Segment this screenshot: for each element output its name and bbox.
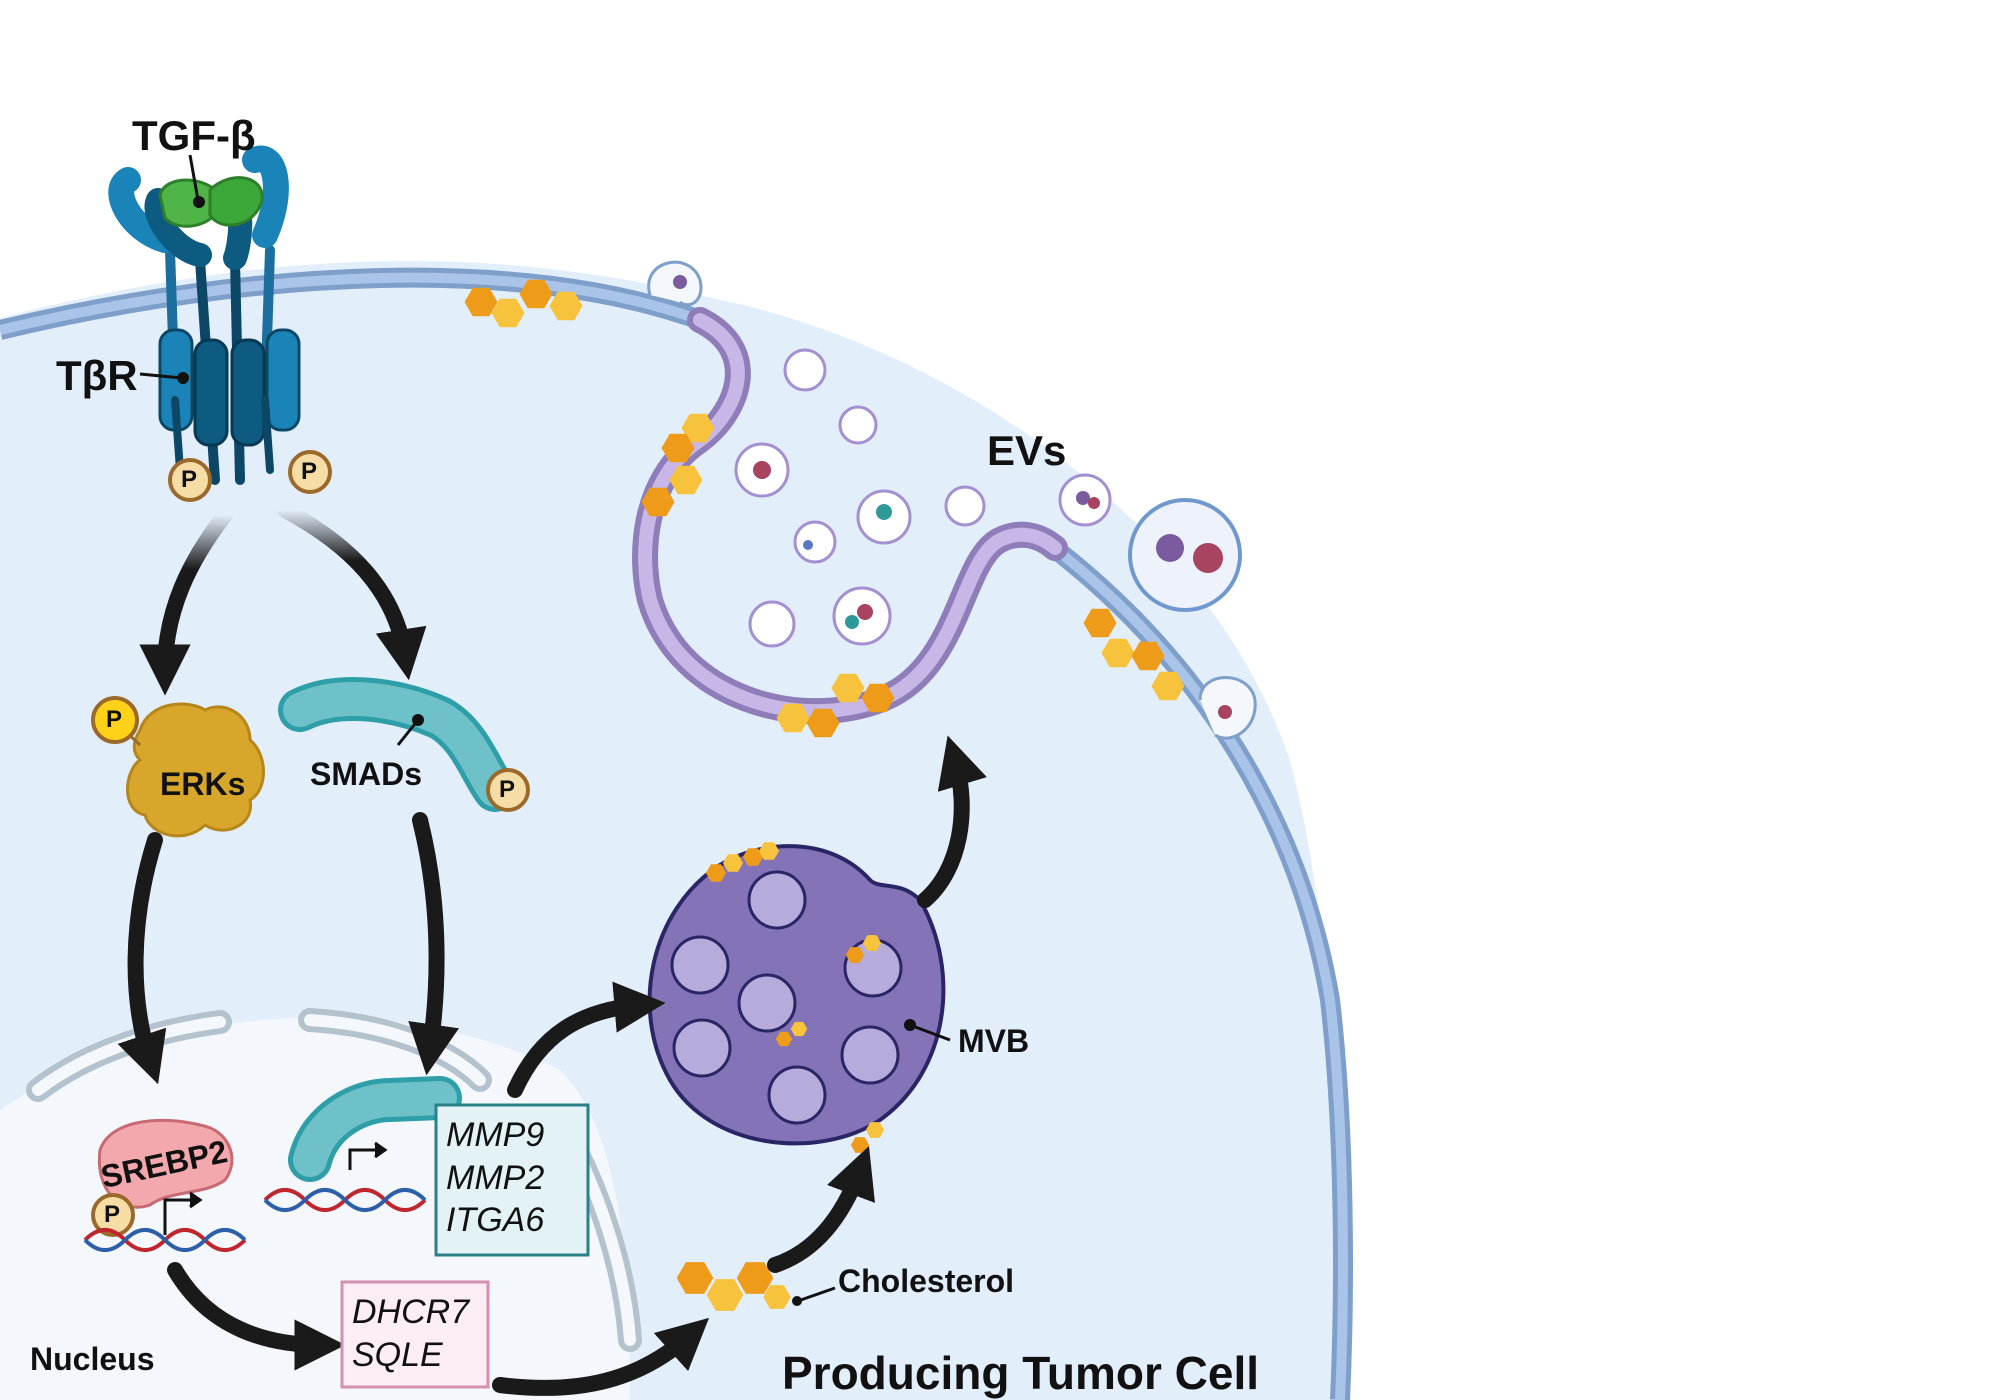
- erk-protein: [126, 702, 265, 838]
- ev-cargo: [673, 275, 1232, 719]
- nucleus-label: Nucleus: [30, 1341, 155, 1377]
- erk-phospho-label: P: [106, 706, 123, 733]
- smad-nuclear: [288, 1076, 462, 1182]
- receptor-phospho: [168, 450, 332, 502]
- smads-label: SMADs: [310, 756, 423, 792]
- gene-dhcr7: DHCR7: [352, 1293, 470, 1331]
- srebp-target-genes: DHCR7 SQLE: [342, 1285, 488, 1382]
- gene-mmp2: MMP2: [446, 1158, 545, 1197]
- cell-label: Producing Tumor Cell: [782, 1347, 1260, 1399]
- tgfbr-label: TβR: [56, 352, 138, 399]
- dna-helix: [83, 1188, 427, 1252]
- receptor-phospho-label-1: P: [181, 466, 198, 493]
- smad-target-genes: MMP9 MMP2 ITGA6: [436, 1108, 588, 1248]
- erks-label: ERKs: [160, 766, 246, 802]
- smad-target-gene-box: [434, 1103, 590, 1257]
- srebp2-phospho: [91, 1193, 135, 1237]
- receptor-phospho-label-2: P: [301, 458, 318, 485]
- erk-phospho: [91, 696, 139, 744]
- smad-protein: [278, 676, 517, 812]
- evs-label: EVs: [987, 427, 1067, 474]
- smad-phospho: [486, 768, 530, 812]
- cholesterol-label: Cholesterol: [838, 1263, 1015, 1299]
- gene-mmp9: MMP9: [446, 1116, 545, 1154]
- smad-phospho-label: P: [499, 776, 516, 803]
- transcription-start-arrows: [163, 1141, 388, 1235]
- srebp2-label: SREBP2: [97, 1133, 231, 1195]
- signal-arrows: [117, 502, 987, 1396]
- tgf-beta-receptor: [108, 145, 301, 485]
- gene-itga6: ITGA6: [446, 1201, 545, 1239]
- tgf-beta-ligand: [158, 176, 264, 228]
- srebp2-phospho-label: P: [104, 1201, 121, 1228]
- srebp-target-gene-box: [340, 1280, 490, 1389]
- gene-sqle: SQLE: [352, 1335, 443, 1374]
- multivesicular-body: [647, 844, 946, 1146]
- mvb-label: MVB: [958, 1023, 1030, 1059]
- tgf-beta-label: TGF-β: [132, 112, 256, 159]
